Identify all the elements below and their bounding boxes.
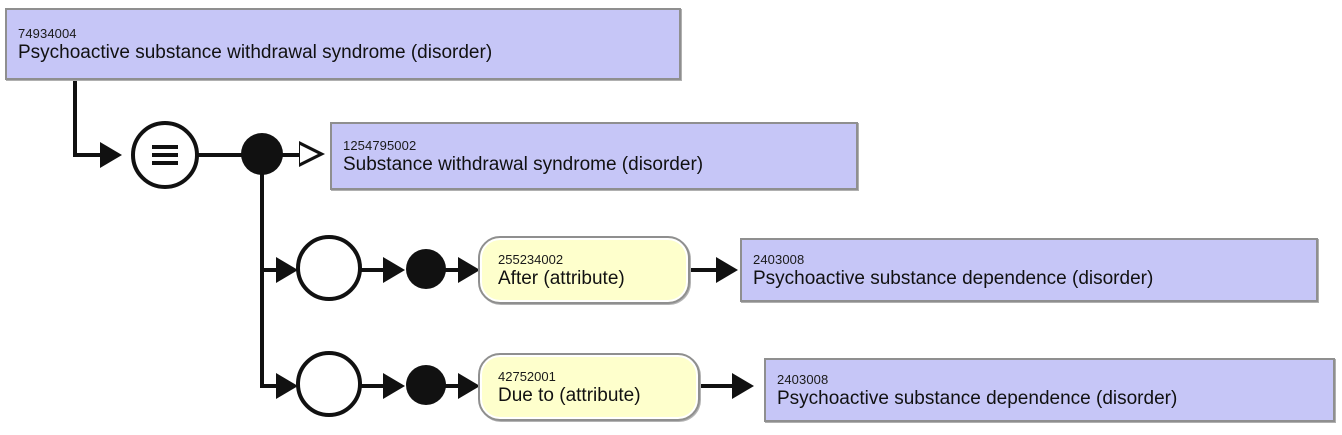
connector-rolegroup-1-to-conj [360,268,392,272]
arrowhead-is-a-hollow-icon [299,141,325,167]
focus-concept-box[interactable]: 74934004 Psychoactive substance withdraw… [5,8,681,80]
arrowhead-attribute-2-to-value-icon [732,373,754,399]
conjunction-node-icon[interactable] [241,133,283,175]
attribute-box-1[interactable]: 255234002 After (attribute) [478,236,690,304]
attribute-value-2-sctid: 2403008 [777,371,829,387]
equiv-bar-2-icon [152,153,178,157]
attribute-2-term: Due to (attribute) [498,384,641,406]
attribute-value-box-2[interactable]: 2403008 Psychoactive substance dependenc… [764,358,1335,422]
connector-attribute-2-to-value [700,384,742,388]
equivalent-to-node-icon[interactable] [131,121,199,189]
arrowhead-attribute-1-to-value-icon [716,257,738,283]
attribute-value-1-sctid: 2403008 [753,251,805,267]
arrowhead-rolegroup-2-to-conj-icon [383,373,405,399]
arrowhead-focus-to-equiv-icon [100,142,122,168]
connector-focus-to-equiv-vertical [73,80,77,157]
arrowhead-conj-to-attribute-1-icon [458,257,480,283]
connector-rolegroup-2-to-conj [360,384,392,388]
connector-conj-to-attribute-1 [444,268,464,272]
connector-attribute-1-to-value [690,268,726,272]
connector-trunk-to-rolegroup-2 [260,384,282,388]
attribute-value-2-term: Psychoactive substance dependence (disor… [777,387,1178,409]
attribute-value-1-term: Psychoactive substance dependence (disor… [753,267,1154,289]
equiv-bar-3-icon [152,161,178,165]
connector-equiv-to-conjunction [198,153,244,157]
attribute-2-sctid: 42752001 [498,368,556,384]
attribute-1-sctid: 255234002 [498,251,564,267]
role-group-node-1-icon[interactable] [296,235,362,301]
equiv-bar-1-icon [152,145,178,149]
parent-concept-box[interactable]: 1254795002 Substance withdrawal syndrome… [330,122,858,190]
role-group-2-conjunction-node-icon[interactable] [406,365,446,405]
connector-conjunction-to-parent [281,153,305,157]
attribute-value-box-1[interactable]: 2403008 Psychoactive substance dependenc… [740,238,1318,302]
attribute-box-2[interactable]: 42752001 Due to (attribute) [478,353,700,421]
parent-concept-term: Substance withdrawal syndrome (disorder) [343,153,704,175]
focus-concept-sctid: 74934004 [18,25,77,41]
parent-concept-sctid: 1254795002 [343,137,417,153]
focus-concept-term: Psychoactive substance withdrawal syndro… [18,41,493,63]
connector-trunk-to-rolegroup-1 [260,268,282,272]
arrowhead-trunk-to-rolegroup-2-icon [276,373,298,399]
connector-conj-to-attribute-2 [444,384,464,388]
connector-focus-to-equiv-horizontal [73,153,103,157]
role-group-1-conjunction-node-icon[interactable] [406,249,446,289]
arrowhead-trunk-to-rolegroup-1-icon [276,257,298,283]
role-group-node-2-icon[interactable] [296,351,362,417]
arrowhead-conj-to-attribute-2-icon [458,373,480,399]
attribute-1-term: After (attribute) [498,267,625,289]
arrowhead-rolegroup-1-to-conj-icon [383,257,405,283]
